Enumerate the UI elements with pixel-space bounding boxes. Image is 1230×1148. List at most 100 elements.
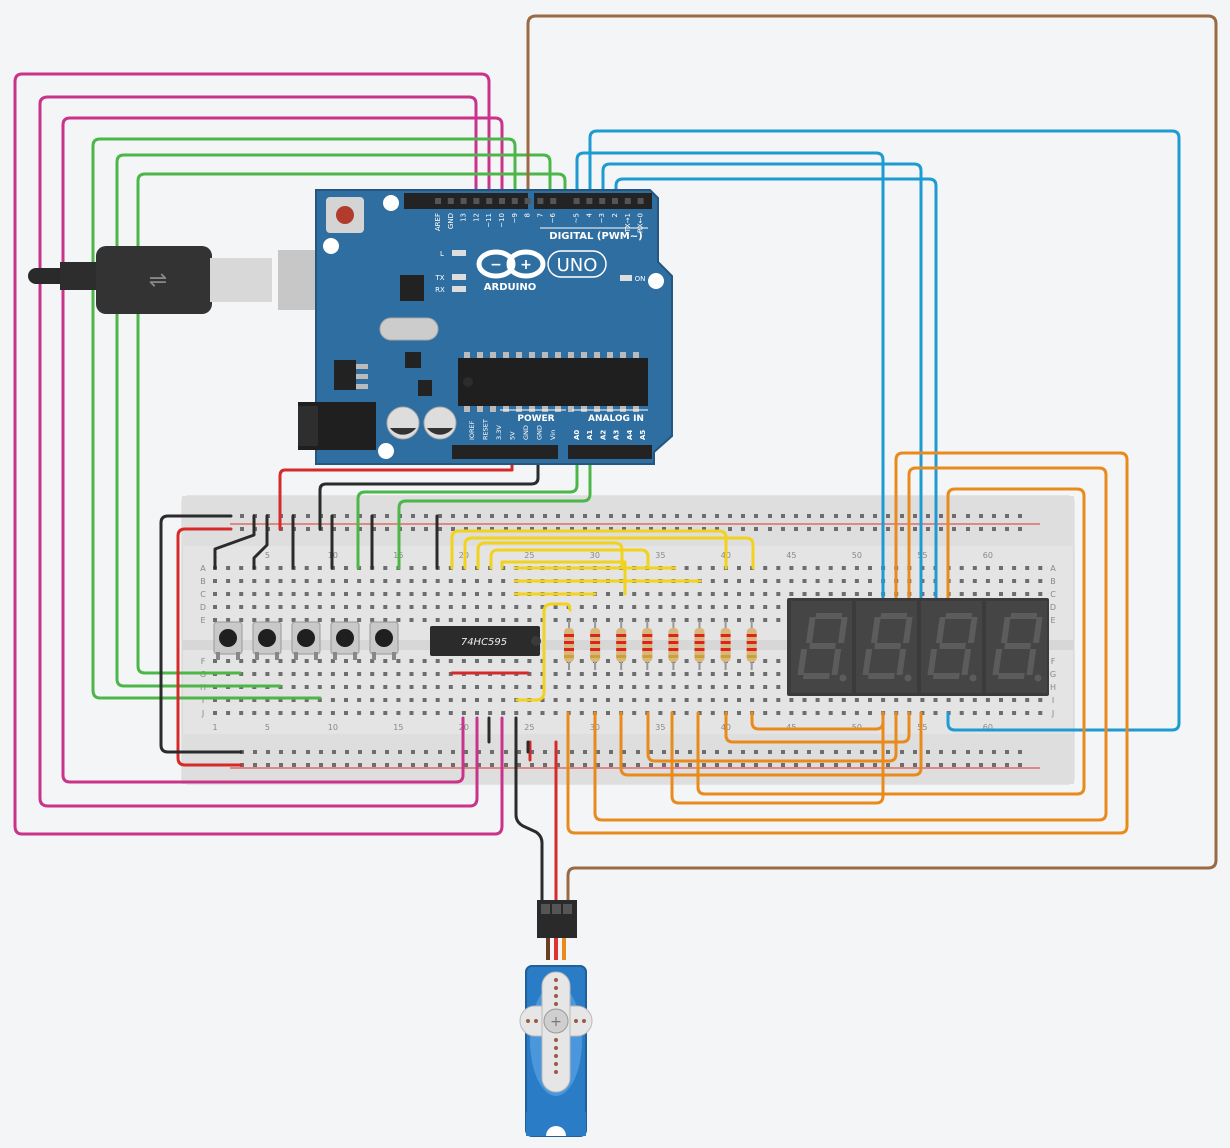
mount-hole — [323, 238, 339, 254]
chip-pin — [464, 352, 470, 358]
servo-motor[interactable]: + — [519, 900, 593, 1137]
breadboard-hole — [448, 672, 453, 676]
rail-hole — [517, 750, 521, 754]
push-button-cap[interactable] — [219, 629, 237, 647]
breadboard-hole — [959, 566, 964, 570]
breadboard-hole — [422, 592, 427, 596]
breadboard-hole — [409, 618, 414, 622]
reset-button-cap[interactable] — [336, 206, 354, 224]
resistor[interactable] — [590, 620, 601, 670]
breadboard-hole — [619, 592, 624, 596]
resistor[interactable] — [616, 620, 627, 670]
rail-hole — [543, 763, 547, 767]
push-button[interactable] — [291, 621, 321, 660]
breadboard-hole — [488, 659, 493, 663]
resistor-band — [642, 634, 653, 637]
digital-pin-label: 13 — [460, 213, 468, 222]
breadboard-hole — [330, 672, 335, 676]
breadboard-hole — [632, 592, 637, 596]
rail-hole — [411, 527, 415, 531]
breadboard-hole — [422, 698, 427, 702]
breadboard-hole — [278, 579, 283, 583]
resistor[interactable] — [642, 620, 653, 670]
digital-pin-label: ~11 — [485, 213, 493, 228]
breadboard-hole — [265, 711, 270, 715]
breadboard-hole — [789, 579, 794, 583]
header-socket — [537, 198, 544, 204]
rail-hole — [754, 527, 758, 531]
svg-text:+: + — [520, 257, 532, 273]
breadboard-hole — [344, 685, 348, 689]
breadboard-hole — [606, 605, 610, 609]
push-button-leg — [236, 652, 240, 660]
rail-hole — [966, 750, 970, 754]
display-segment — [805, 617, 816, 643]
horn-hole — [582, 1019, 586, 1023]
push-button[interactable] — [252, 621, 282, 660]
chip-pin — [529, 406, 535, 412]
breadboard-hole — [619, 685, 624, 689]
breadboard-hole — [606, 592, 610, 596]
push-button[interactable] — [330, 621, 360, 660]
resistor[interactable] — [720, 620, 731, 670]
servo-connector-slot — [563, 904, 572, 914]
seven-segment-display[interactable] — [787, 598, 1049, 696]
row-letter: G — [1050, 670, 1056, 679]
breadboard-hole — [304, 566, 309, 570]
rail-hole — [464, 750, 468, 754]
breadboard-hole — [448, 685, 453, 689]
breadboard-hole — [252, 605, 257, 609]
display-segment — [1004, 643, 1031, 649]
breadboard-hole — [317, 685, 322, 689]
breadboard-hole — [763, 618, 768, 622]
resistor[interactable] — [694, 620, 705, 670]
breadboard-hole — [448, 605, 453, 609]
rail-hole — [939, 527, 943, 531]
wire-blue — [601, 162, 923, 600]
resistor-band — [616, 648, 627, 651]
push-button[interactable] — [213, 621, 243, 660]
rail-hole — [517, 514, 521, 518]
row-letter: D — [200, 603, 206, 612]
push-buttons — [213, 621, 399, 660]
resistor[interactable] — [746, 620, 757, 670]
breadboard-hole — [868, 592, 872, 596]
breadboard-hole — [710, 592, 715, 596]
rail-hole — [358, 514, 362, 518]
resistor[interactable] — [564, 620, 574, 670]
resistor[interactable] — [668, 620, 679, 670]
shift-register[interactable]: 74HC595 — [430, 626, 541, 656]
header-socket — [486, 198, 493, 204]
breadboard-hole — [501, 605, 506, 609]
wire-green — [397, 450, 592, 570]
wire-blue — [575, 151, 885, 600]
breadboard-hole — [396, 618, 401, 622]
breadboard-hole — [448, 618, 453, 622]
push-button[interactable] — [369, 621, 399, 660]
breadboard-hole — [1038, 566, 1043, 570]
breadboard-hole — [619, 605, 624, 609]
push-button-cap[interactable] — [336, 629, 354, 647]
breadboard-hole — [999, 711, 1003, 715]
breadboard-hole — [252, 592, 257, 596]
breadboard-hole — [291, 579, 296, 583]
rail-hole — [741, 514, 745, 518]
breadboard-hole — [344, 711, 348, 715]
breadboard-hole — [658, 685, 663, 689]
rail-hole — [649, 527, 653, 531]
resistor-band — [616, 641, 627, 644]
rail-hole — [385, 527, 389, 531]
breadboard-hole — [317, 618, 322, 622]
capacitor-mark — [390, 428, 416, 435]
breadboard-hole — [579, 672, 584, 676]
breadboard-hole — [330, 605, 335, 609]
push-button-cap[interactable] — [297, 629, 315, 647]
digital-pin-label: 8 — [524, 213, 532, 217]
breadboard-hole — [475, 579, 479, 583]
chip-pin — [503, 406, 509, 412]
push-button-cap[interactable] — [258, 629, 276, 647]
push-button-cap[interactable] — [375, 629, 393, 647]
column-number: 10 — [328, 723, 338, 732]
column-number: 60 — [983, 723, 993, 732]
